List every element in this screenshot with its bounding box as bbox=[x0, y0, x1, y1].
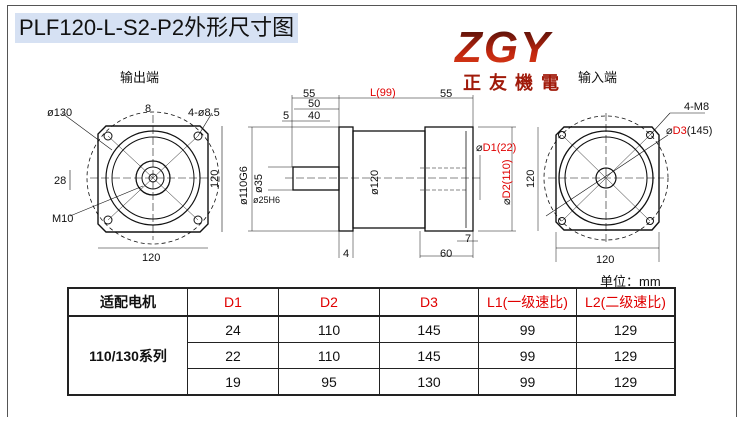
dim-40: 40 bbox=[308, 110, 320, 122]
output-end-label: 输出端 bbox=[120, 70, 159, 85]
header-d3: D3 bbox=[379, 287, 479, 317]
cell: 145 bbox=[379, 315, 479, 343]
dim-thread: M10 bbox=[52, 213, 73, 225]
header-d1: D1 bbox=[187, 287, 279, 317]
dim-input-width: 120 bbox=[596, 254, 614, 266]
zgy-logo: ZGY 正友機電 bbox=[453, 23, 567, 93]
dim-5: 5 bbox=[283, 110, 289, 122]
table-row: 110/130系列 24 110 145 99 129 bbox=[67, 315, 676, 396]
dim-length: L(99) bbox=[370, 87, 396, 99]
cell: 99 bbox=[478, 342, 577, 369]
dim-28: 28 bbox=[54, 175, 66, 187]
table-header-row: 适配电机 D1 D2 D3 L1(一级速比) L2(二级速比) bbox=[67, 287, 676, 317]
dim-4: 4 bbox=[343, 248, 349, 260]
dim-height: 120 bbox=[209, 170, 221, 188]
dimension-table: 适配电机 D1 D2 D3 L1(一级速比) L2(二级速比) 110/130系… bbox=[67, 287, 676, 396]
page-title: PLF120-L-S2-P2外形尺寸图 bbox=[15, 13, 299, 43]
dim-d1: ⌀D1(22) bbox=[476, 142, 516, 154]
dim-7: 7 bbox=[465, 233, 471, 245]
dim-50: 50 bbox=[308, 98, 320, 110]
dim-d3: ⌀D3(145) bbox=[666, 125, 712, 137]
cell: 145 bbox=[379, 342, 479, 369]
dim-120-body: ø120 bbox=[369, 170, 381, 195]
input-end-view bbox=[543, 112, 705, 262]
dim-35: ø35 bbox=[253, 174, 265, 193]
input-end-label: 输入端 bbox=[578, 70, 617, 85]
cell: 99 bbox=[478, 315, 577, 343]
cell: 129 bbox=[576, 342, 676, 369]
output-end-view bbox=[61, 111, 223, 249]
table-row: 19 95 130 99 129 bbox=[68, 368, 676, 396]
series-cell: 110/130系列 bbox=[67, 315, 188, 396]
cell: 22 bbox=[187, 342, 279, 369]
cell: 129 bbox=[576, 368, 676, 396]
cell: 130 bbox=[379, 368, 479, 396]
dim-60: 60 bbox=[440, 248, 452, 260]
cell: 95 bbox=[278, 368, 380, 396]
drawing-frame bbox=[7, 5, 737, 417]
cell: 24 bbox=[187, 315, 279, 343]
table-row: 22 110 145 99 129 bbox=[68, 342, 676, 369]
dim-holes: 4-ø8.5 bbox=[188, 107, 220, 119]
cell: 110 bbox=[278, 315, 380, 343]
header-l2: L2(二级速比) bbox=[576, 287, 676, 317]
dim-110g6: ø110G6 bbox=[238, 166, 250, 205]
dim-55-shaft: 55 bbox=[303, 88, 315, 100]
dim-d130: ø130 bbox=[47, 107, 72, 119]
side-view bbox=[248, 95, 539, 258]
cell: 129 bbox=[576, 315, 676, 343]
dim-d2: ⌀D2(110) bbox=[501, 159, 513, 205]
svg-text:正友機電: 正友機電 bbox=[463, 72, 567, 93]
cell: 19 bbox=[187, 368, 279, 396]
dim-4-m8: 4-M8 bbox=[684, 101, 709, 113]
dim-55-input: 55 bbox=[440, 88, 452, 100]
cell: 110 bbox=[278, 342, 380, 369]
svg-text:ZGY: ZGY bbox=[453, 23, 553, 72]
dim-width: 120 bbox=[142, 252, 160, 264]
header-motor: 适配电机 bbox=[67, 287, 188, 317]
header-l1: L1(一级速比) bbox=[478, 287, 577, 317]
dim-key: 8 bbox=[145, 103, 151, 115]
header-d2: D2 bbox=[278, 287, 380, 317]
unit-label: 单位：mm bbox=[600, 274, 661, 289]
dim-120-height: 120 bbox=[525, 170, 537, 188]
cell: 99 bbox=[478, 368, 577, 396]
dim-25h6: ø25H6 bbox=[253, 195, 280, 205]
